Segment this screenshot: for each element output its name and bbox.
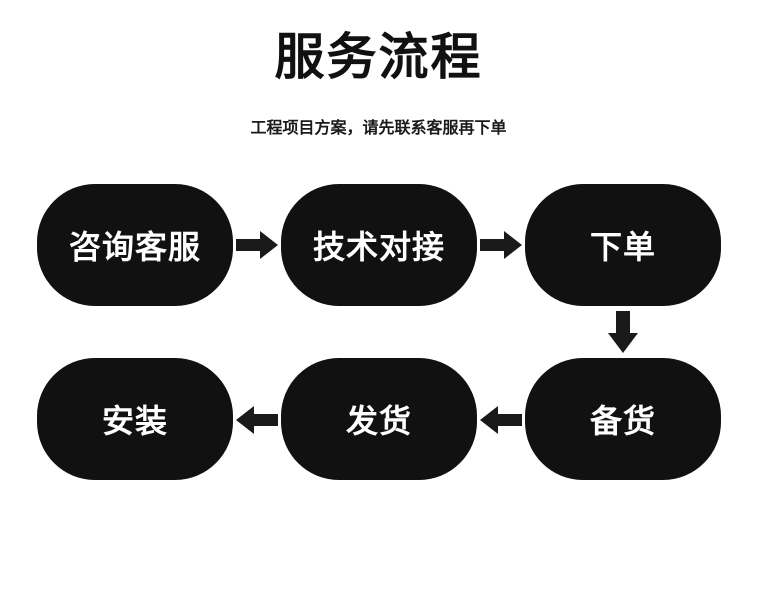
step-install: 安装 <box>37 358 233 480</box>
step-technical-liaison: 技术对接 <box>281 184 477 306</box>
step-prepare-goods: 备货 <box>525 358 721 480</box>
page-title: 服务流程 <box>274 28 483 86</box>
step-label: 发货 <box>345 402 412 440</box>
step-label: 下单 <box>589 228 656 266</box>
step-label: 安装 <box>101 402 168 440</box>
arrow-left-icon <box>480 406 522 434</box>
step-ship: 发货 <box>281 358 477 480</box>
step-label: 备货 <box>589 402 656 440</box>
step-place-order: 下单 <box>525 184 721 306</box>
arrow-right-icon <box>480 231 522 259</box>
step-label: 咨询客服 <box>68 228 201 266</box>
step-consult-service: 咨询客服 <box>37 184 233 306</box>
page-subtitle: 工程项目方案，请先联系客服再下单 <box>250 118 507 137</box>
arrow-left-icon <box>236 406 278 434</box>
step-label: 技术对接 <box>312 228 445 266</box>
arrow-right-icon <box>236 231 278 259</box>
arrow-down-icon <box>608 311 638 353</box>
